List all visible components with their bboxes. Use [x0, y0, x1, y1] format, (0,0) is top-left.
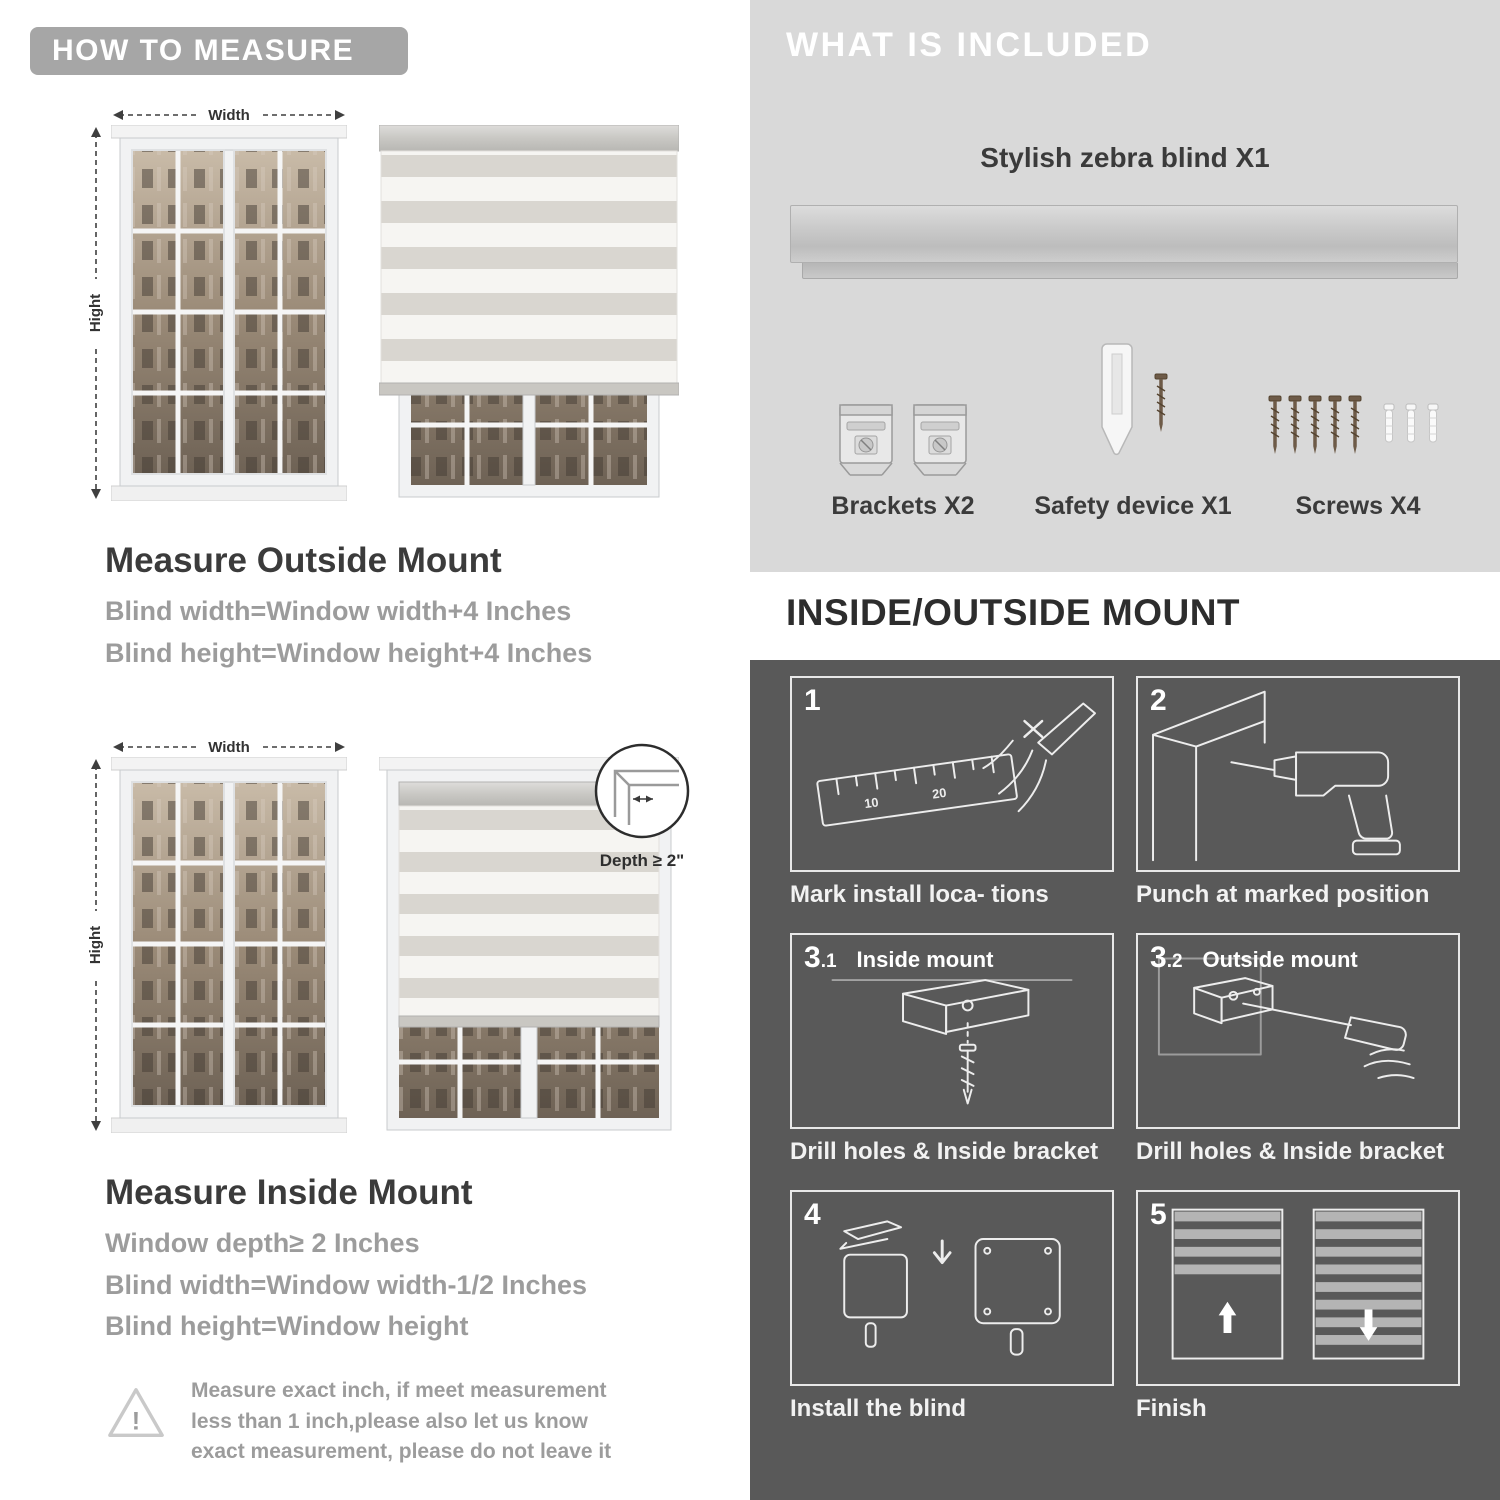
step-1-head: 1 [804, 684, 821, 718]
width-dimension-arrow: Width [112, 737, 346, 756]
window-inside-plain: Width Hight [85, 737, 347, 1133]
window-photo-illustration [111, 125, 347, 501]
inside-mount-lines: Window depth≥ 2 Inches Blind width=Windo… [0, 1223, 720, 1349]
headrail-bar [790, 205, 1458, 263]
step-2: 2 Punch at marked position [1136, 676, 1460, 909]
step-3-2-tile: 3.2 Outside mount [1136, 933, 1460, 1129]
how-to-measure-banner: HOW TO MEASURE [30, 27, 408, 75]
height-dimension-arrow: Hight [87, 757, 104, 1132]
step-3-1-caption: Drill holes & Inside bracket [790, 1138, 1099, 1165]
height-label: Hight [87, 926, 104, 964]
step-3-1-head: 3.1 Inside mount [804, 941, 993, 975]
inside-line-3: Blind height=Window height [105, 1311, 469, 1342]
step-4-caption: Install the blind [790, 1395, 967, 1422]
step-1-caption: Mark install loca- tions [790, 881, 1049, 908]
zebra-blind-headrail-image [790, 205, 1458, 279]
pack-safety-device: Safety device X1 [1028, 330, 1238, 521]
ruler-mark-10: 10 [863, 794, 879, 811]
how-to-measure-section: HOW TO MEASURE Width Hight Measure Outsi… [0, 0, 720, 1500]
step-title: Outside mount [1202, 947, 1358, 972]
screws-label: Screws X4 [1295, 492, 1421, 520]
step-5-tile: 5 [1136, 1190, 1460, 1386]
ruler-mark-20: 20 [931, 785, 947, 802]
step-3-2: 3.2 Outside mount Drill holes & Inside b… [1136, 933, 1460, 1166]
step-3-1-tile: 3.1 Inside mount [790, 933, 1114, 1129]
step-2-tile: 2 [1136, 676, 1460, 872]
width-label: Width [208, 739, 250, 756]
step-5-head: 5 [1150, 1198, 1167, 1232]
height-dimension-arrow: Hight [87, 126, 104, 500]
outside-mount-lines: Blind width=Window width+4 Inches Blind … [0, 591, 720, 675]
step-3-1: 3.1 Inside mount Drill holes & Inside br… [790, 933, 1114, 1166]
step-1-tile: 10 20 1 [790, 676, 1114, 872]
step-title: Inside mount [856, 947, 994, 972]
brackets-label: Brackets X2 [831, 492, 975, 520]
brackets-image [798, 330, 1008, 480]
step-subnumber: .1 [820, 951, 837, 972]
step-number: 3 [1150, 941, 1167, 974]
what-is-included-panel: WHAT IS INCLUDED Stylish zebra blind X1 … [750, 0, 1500, 572]
step-2-caption: Punch at marked position [1136, 881, 1430, 908]
screws-image [1258, 330, 1458, 480]
pack-screws: Screws X4 [1258, 330, 1458, 521]
step-4-tile: 4 [790, 1190, 1114, 1386]
headrail-lip [802, 263, 1458, 279]
mount-steps-panel: 10 20 1 Mark install loca- tions [750, 660, 1500, 1500]
step-number: 5 [1150, 1198, 1167, 1231]
inside-line-2: Blind width=Window width-1/2 Inches [105, 1269, 588, 1300]
mount-heading: INSIDE/OUTSIDE MOUNT [786, 592, 1241, 633]
step-4: 4 Install the blind [790, 1190, 1114, 1423]
window-outside-plain: Width Hight [85, 105, 347, 501]
width-dimension-arrow: Width [112, 106, 346, 124]
measure-note: ! Measure exact inch, if meet measuremen… [105, 1376, 665, 1467]
depth-label: Depth ≥ 2" [599, 850, 685, 870]
safety-device-icon [1101, 343, 1169, 456]
step-number: 1 [804, 684, 821, 717]
outside-bracket-illustration [1157, 957, 1415, 1079]
safety-device-image [1028, 330, 1238, 480]
outside-mount-heading: Measure Outside Mount [105, 541, 502, 580]
warning-triangle-icon: ! [108, 1388, 164, 1438]
step-number: 4 [804, 1198, 821, 1231]
inside-bracket-illustration [831, 979, 1073, 1105]
step-subnumber: .2 [1166, 951, 1183, 972]
drill-illustration [1152, 690, 1401, 862]
step-number: 3 [804, 941, 821, 974]
inside-mount-heading: Measure Inside Mount [105, 1172, 473, 1212]
product-label: Stylish zebra blind X1 [980, 142, 1270, 173]
window-photo-illustration [111, 757, 347, 1133]
warning-mark: ! [132, 1408, 140, 1436]
pack-brackets: Brackets X2 [798, 330, 1008, 521]
outside-mount-illustrations: Width Hight [85, 105, 697, 505]
step-number: 2 [1150, 684, 1167, 717]
step-3-2-caption: Drill holes & Inside bracket [1136, 1138, 1445, 1165]
step-5: 5 Finish [1136, 1190, 1460, 1423]
safety-device-label: Safety device X1 [1034, 492, 1232, 520]
depth-magnifier-circle-icon [594, 743, 690, 838]
bracket-icon [913, 404, 967, 476]
step-3-2-head: 3.2 Outside mount [1150, 941, 1358, 975]
step-4-head: 4 [804, 1198, 821, 1232]
what-is-included-banner: WHAT IS INCLUDED [786, 26, 1153, 64]
step-1: 10 20 1 Mark install loca- tions [790, 676, 1114, 909]
mount-steps-grid: 10 20 1 Mark install loca- tions [750, 660, 1500, 1423]
screws-and-anchors-icon [1267, 394, 1439, 456]
mark-locations-illustration: 10 20 [816, 702, 1096, 827]
window-blind-outside-illustration [379, 125, 679, 505]
bracket-icon [839, 404, 893, 476]
install-blind-illustration [839, 1220, 1061, 1356]
outside-line-1: Blind width=Window width+4 Inches [105, 596, 572, 626]
inside-line-1: Window depth≥ 2 Inches [105, 1227, 420, 1258]
depth-detail-callout: Depth ≥ 2" [587, 741, 697, 871]
step-2-head: 2 [1150, 684, 1167, 718]
inside-mount-illustrations: Width Hight [85, 737, 697, 1137]
height-label: Hight [87, 294, 104, 332]
step-5-caption: Finish [1136, 1395, 1207, 1422]
width-label: Width [208, 107, 250, 124]
measure-note-text: Measure exact inch, if meet measurement … [191, 1379, 612, 1464]
outside-line-2: Blind height=Window height+4 Inches [105, 637, 593, 668]
finish-illustration [1171, 1208, 1425, 1360]
